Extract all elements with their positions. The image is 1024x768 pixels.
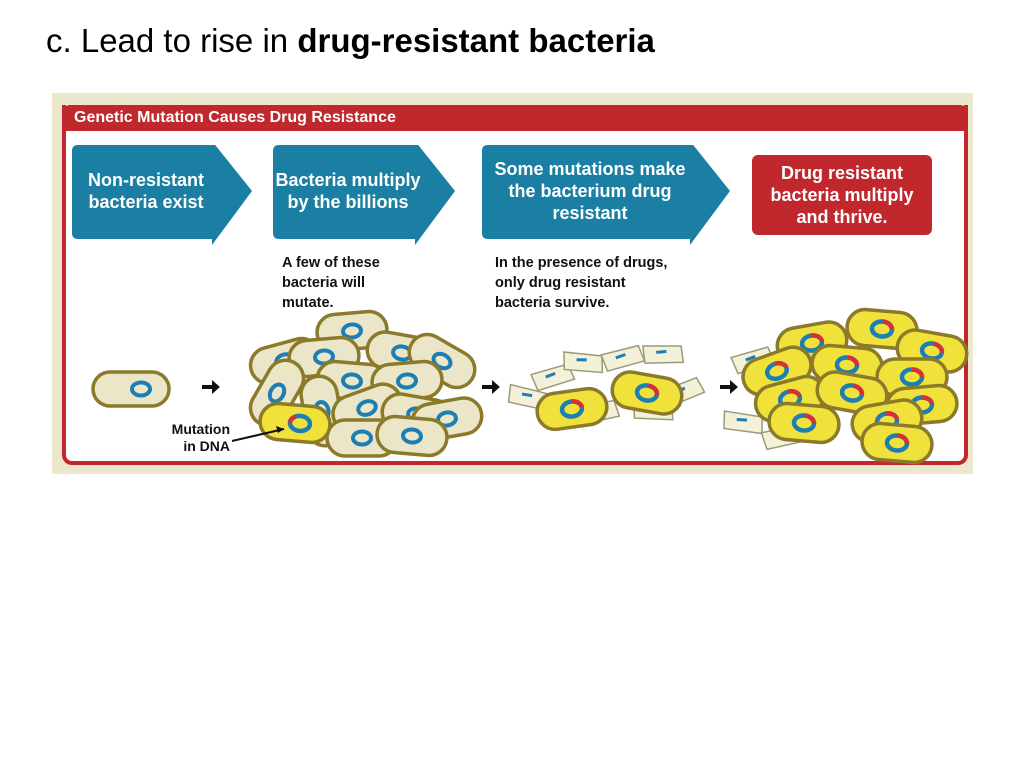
drug-resistance-figure: Genetic Mutation Causes Drug Resistance … xyxy=(52,93,973,474)
colony-multiplying xyxy=(241,308,487,459)
single-bacterium xyxy=(91,370,171,408)
slide-title: c. Lead to rise in drug-resistant bacter… xyxy=(46,22,655,60)
mutation-label: Mutation in DNA xyxy=(171,421,230,454)
step-2-arrow xyxy=(273,145,455,245)
step-4-box xyxy=(752,155,932,235)
step-3-arrow xyxy=(482,145,730,245)
colony-surviving xyxy=(503,340,708,432)
bacteria-illustration xyxy=(91,93,973,474)
note-survive: In the presence of drugs, only drug resi… xyxy=(495,255,668,311)
colony-thriving xyxy=(718,308,970,464)
step-1-arrow xyxy=(72,145,252,245)
step-2-label: Bacteria multiply by the billions xyxy=(275,170,421,212)
figure-header: Genetic Mutation Causes Drug Resistance xyxy=(62,105,968,131)
slide-title-bold: drug-resistant bacteria xyxy=(297,22,655,59)
note-mutate: A few of these bacteria will mutate. xyxy=(282,255,380,311)
slide-title-prefix: c. Lead to rise in xyxy=(46,22,298,59)
step-4-label: Drug resistant bacteria multiply and thr… xyxy=(770,163,914,227)
step-3-label: Some mutations make the bacterium drug r… xyxy=(494,159,686,223)
step-1-label: Non-resistant bacteria exist xyxy=(87,170,204,212)
